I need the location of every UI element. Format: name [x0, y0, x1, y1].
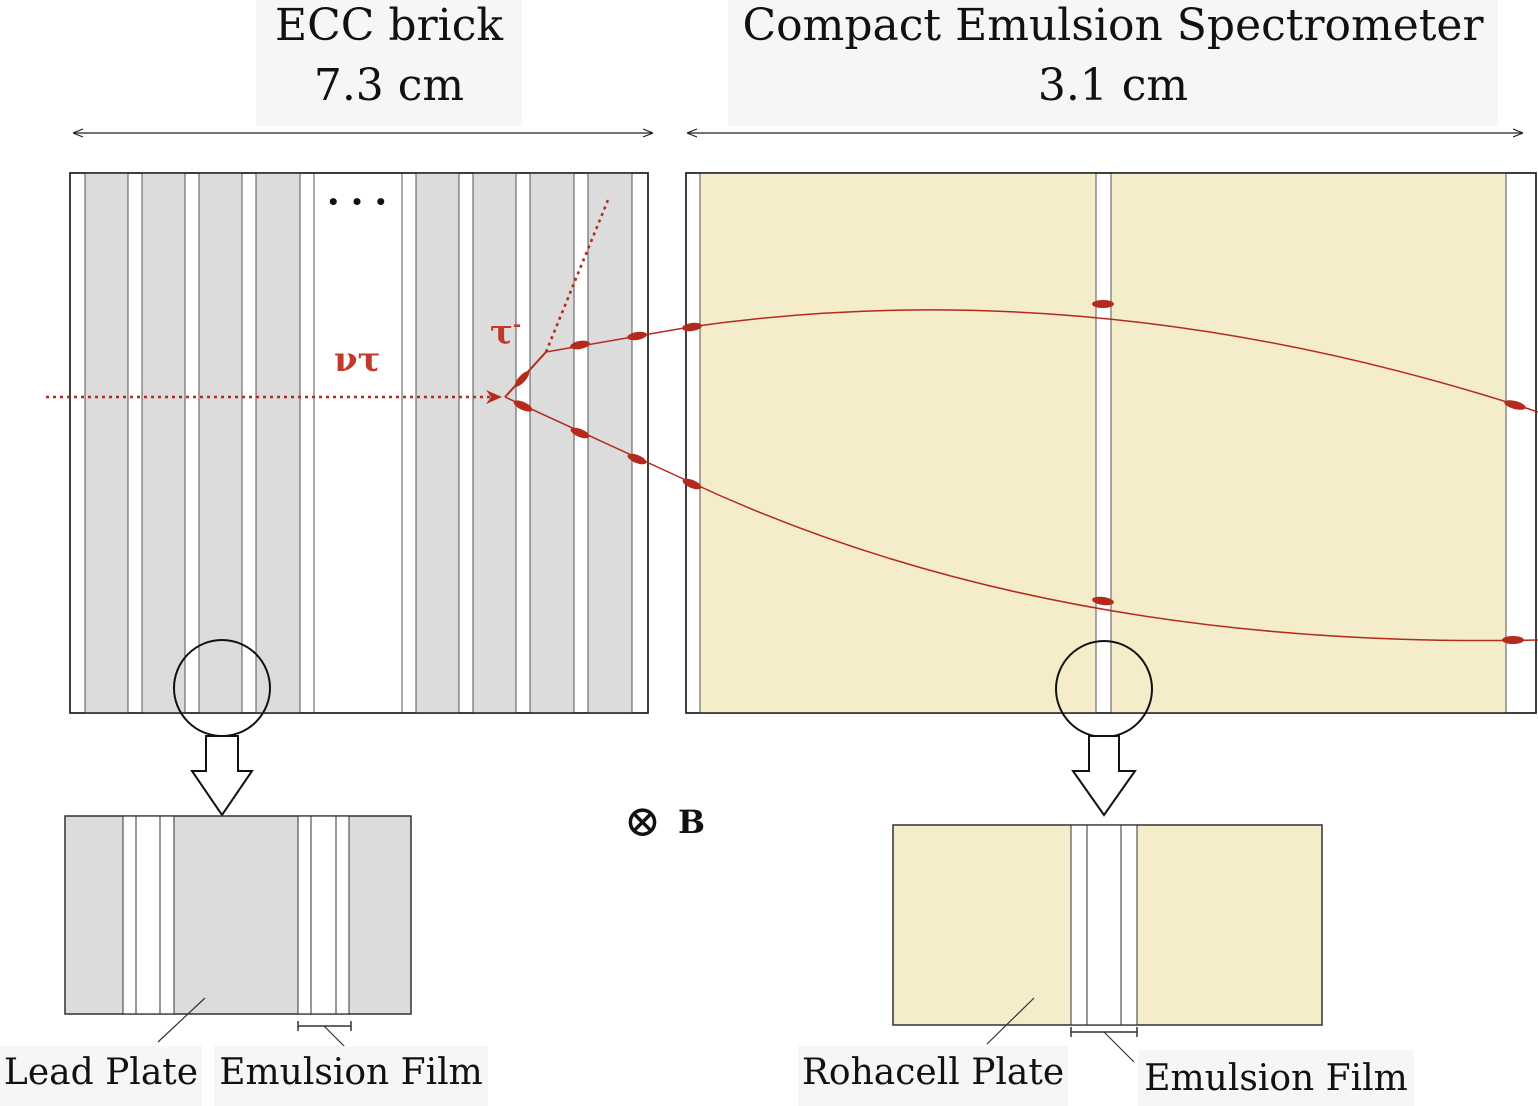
- track-hits: [513, 300, 1526, 644]
- rohacell-plate: [1110, 172, 1507, 714]
- rohacell-plate-label: Rohacell Plate: [801, 1052, 1065, 1093]
- ecc-title: ECC brick: [274, 0, 503, 51]
- ecc-size: 7.3 cm: [313, 60, 465, 111]
- rohacell-label-box: [798, 1046, 1068, 1106]
- ces-header-box: [728, 0, 1498, 126]
- ces-size: 3.1 cm: [1037, 60, 1189, 111]
- lead-label-box: [0, 1046, 202, 1106]
- lead-plate: [198, 172, 243, 714]
- rohacell-plate: [699, 172, 1097, 714]
- lead-plate: [529, 172, 575, 714]
- ecc-brick: [69, 172, 649, 714]
- neutrino-label: ντ: [334, 340, 381, 380]
- ces-emulsion-film-label: Emulsion Film: [1144, 1058, 1408, 1099]
- ecc-header-box: [256, 0, 522, 126]
- tau-label: τ-: [490, 312, 522, 353]
- magnetic-field-label: B: [678, 803, 706, 841]
- lead-plate: [415, 172, 460, 714]
- ces-zoom-detail: [892, 824, 1323, 1063]
- ecc-zoom-arrow: [190, 735, 254, 817]
- magnetic-field-symbol: ⊗: [624, 796, 661, 847]
- lead-plate: [255, 172, 301, 714]
- ecc-emulsion-film-label: Emulsion Film: [219, 1052, 483, 1093]
- plates-ellipsis: • • •: [326, 190, 390, 214]
- lead-plate: [587, 172, 633, 714]
- upper-track: [545, 309, 1538, 413]
- lead-plate: [472, 172, 517, 714]
- lower-track: [504, 396, 1538, 642]
- ces-film-label-box: [1138, 1050, 1414, 1106]
- ecc-zoom-detail: [64, 815, 412, 1063]
- ces-title: Compact Emulsion Spectrometer: [742, 0, 1484, 51]
- tau-charge: -: [512, 312, 522, 336]
- lead-plate-label: Lead Plate: [3, 1052, 199, 1093]
- lead-plate: [141, 172, 186, 714]
- ces-block: [685, 172, 1537, 714]
- lead-plate: [84, 172, 129, 714]
- ecc-film-label-box: [214, 1046, 488, 1106]
- ces-zoom-arrow: [1071, 735, 1137, 817]
